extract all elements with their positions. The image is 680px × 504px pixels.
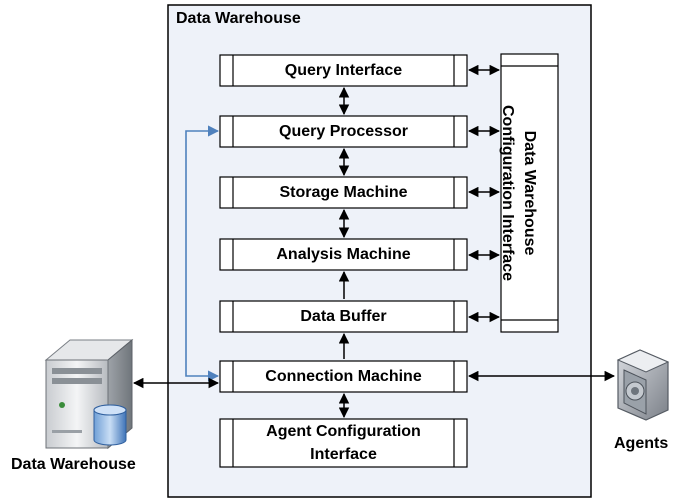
connection-machine-box [219, 360, 468, 393]
agent-device-icon [616, 349, 670, 421]
config-interface-label-line1: Data Warehouse [521, 130, 538, 256]
agent-config-label-line2: Interface [310, 445, 377, 463]
server-label: Data Warehouse [11, 456, 136, 473]
config-interface-box [500, 53, 559, 333]
server-tower-icon [44, 338, 134, 450]
storage-machine-label: Storage Machine [279, 183, 408, 201]
query-interface-box [219, 54, 468, 87]
analysis-machine-box [219, 238, 468, 271]
connection-machine-label: Connection Machine [265, 367, 422, 385]
warehouse-title: Data Warehouse [176, 10, 301, 27]
data-buffer-label: Data Buffer [300, 307, 387, 325]
analysis-machine-label: Analysis Machine [276, 245, 411, 263]
query-processor-label: Query Processor [279, 122, 408, 140]
config-interface-label-line2: Configuration Interface [499, 104, 516, 281]
agent-config-label-line1: Agent Configuration [266, 422, 421, 440]
storage-machine-box [219, 176, 468, 209]
query-processor-box [219, 115, 468, 148]
agents-label: Agents [614, 435, 669, 452]
data-buffer-box [219, 300, 468, 333]
query-interface-label: Query Interface [284, 61, 403, 79]
agent-configuration-interface-box [219, 418, 468, 468]
feedback-arrow [185, 125, 220, 382]
